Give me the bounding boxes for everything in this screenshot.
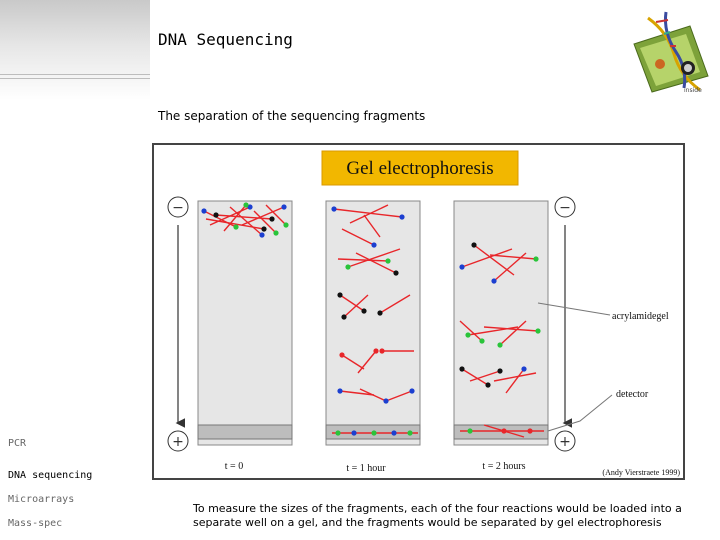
detector-callout-line <box>547 394 613 432</box>
minus-symbol: − <box>559 200 571 216</box>
plus-symbol: + <box>172 434 184 450</box>
banner-title: Gel electrophoresis <box>346 158 493 179</box>
nav-item-mass-spec[interactable]: Mass-spec <box>8 518 63 529</box>
time-label-t0: t = 0 <box>225 461 243 472</box>
time-label-t1: t = 1 hour <box>346 463 386 474</box>
banner-background <box>321 150 519 186</box>
dna-logo-icon: inside <box>633 11 709 94</box>
plus-symbol: + <box>559 434 571 450</box>
nav-item-dna-sequencing[interactable]: DNA sequencing <box>8 470 93 481</box>
figure-credit: (Andy Vierstraete 1999) <box>602 468 680 477</box>
label-acrylamidegel: acrylamidegel <box>612 311 669 322</box>
decor-line <box>0 78 150 79</box>
gel-lane-t0 <box>197 200 293 446</box>
label-detector: detector <box>616 389 649 400</box>
nav-item-microarrays[interactable]: Microarrays <box>8 494 75 505</box>
time-label-t2: t = 2 hours <box>482 461 525 472</box>
dots-t2 <box>459 242 541 434</box>
slide-title: DNA Sequencing <box>158 30 293 49</box>
fragments-t2 <box>459 244 544 438</box>
gel-electrophoresis-figure: Gel electrophoresis − + − + <box>152 143 685 480</box>
header-decoration <box>0 0 150 100</box>
gel-lane-t2 <box>453 200 549 446</box>
gel-lane-t1 <box>325 200 421 446</box>
minus-symbol: − <box>172 200 184 216</box>
decor-line <box>0 74 150 75</box>
plus-electrode-icon <box>167 430 189 452</box>
minus-electrode-icon <box>554 196 576 218</box>
plus-electrode-icon <box>554 430 576 452</box>
slide-caption: To measure the sizes of the fragments, e… <box>193 502 682 529</box>
svg-text:inside: inside <box>684 87 702 94</box>
dots-t0 <box>201 202 289 238</box>
gel-callout-line <box>537 302 611 316</box>
nav-item-pcr[interactable]: PCR <box>8 438 27 449</box>
dots-t1 <box>331 206 415 436</box>
slide-subtitle: The separation of the sequencing fragmen… <box>158 109 426 123</box>
minus-electrode-icon <box>167 196 189 218</box>
fragments-t0 <box>203 204 287 236</box>
